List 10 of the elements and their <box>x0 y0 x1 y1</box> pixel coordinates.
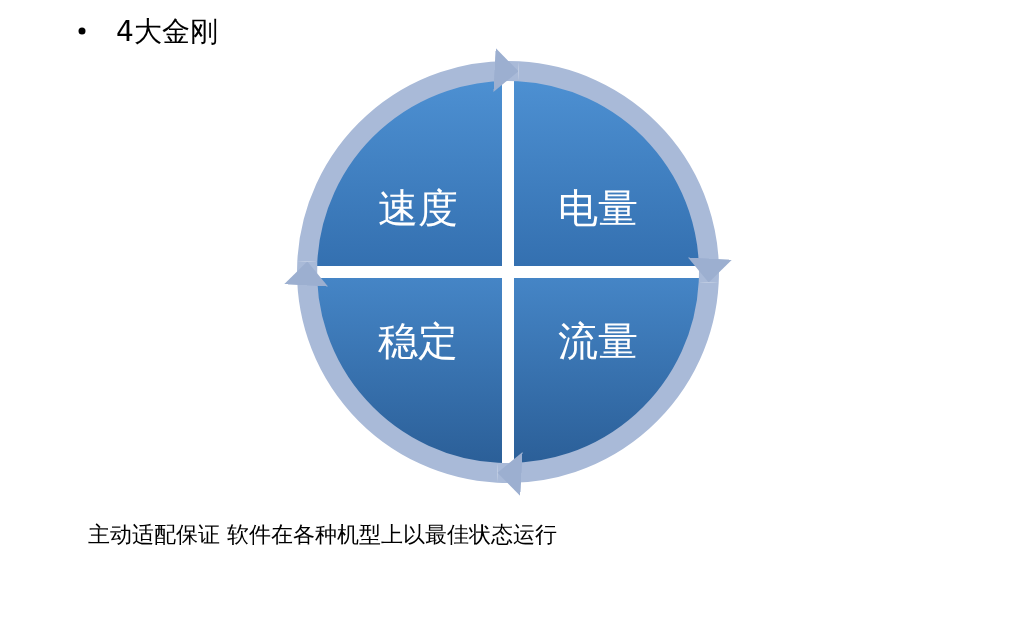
segment-label: 速度 <box>378 188 459 229</box>
curved-arrow <box>297 49 519 263</box>
curved-arrow <box>497 281 719 495</box>
curved-arrow <box>285 261 499 483</box>
segment-label: 稳定 <box>378 321 459 362</box>
slide-title: 4大金刚 <box>116 14 218 50</box>
segment-label: 流量 <box>557 321 638 362</box>
curved-arrow <box>517 61 731 283</box>
caption: 主动适配保证 软件在各种机型上以最佳状态运行 <box>88 521 557 549</box>
segment-label: 电量 <box>557 188 638 229</box>
